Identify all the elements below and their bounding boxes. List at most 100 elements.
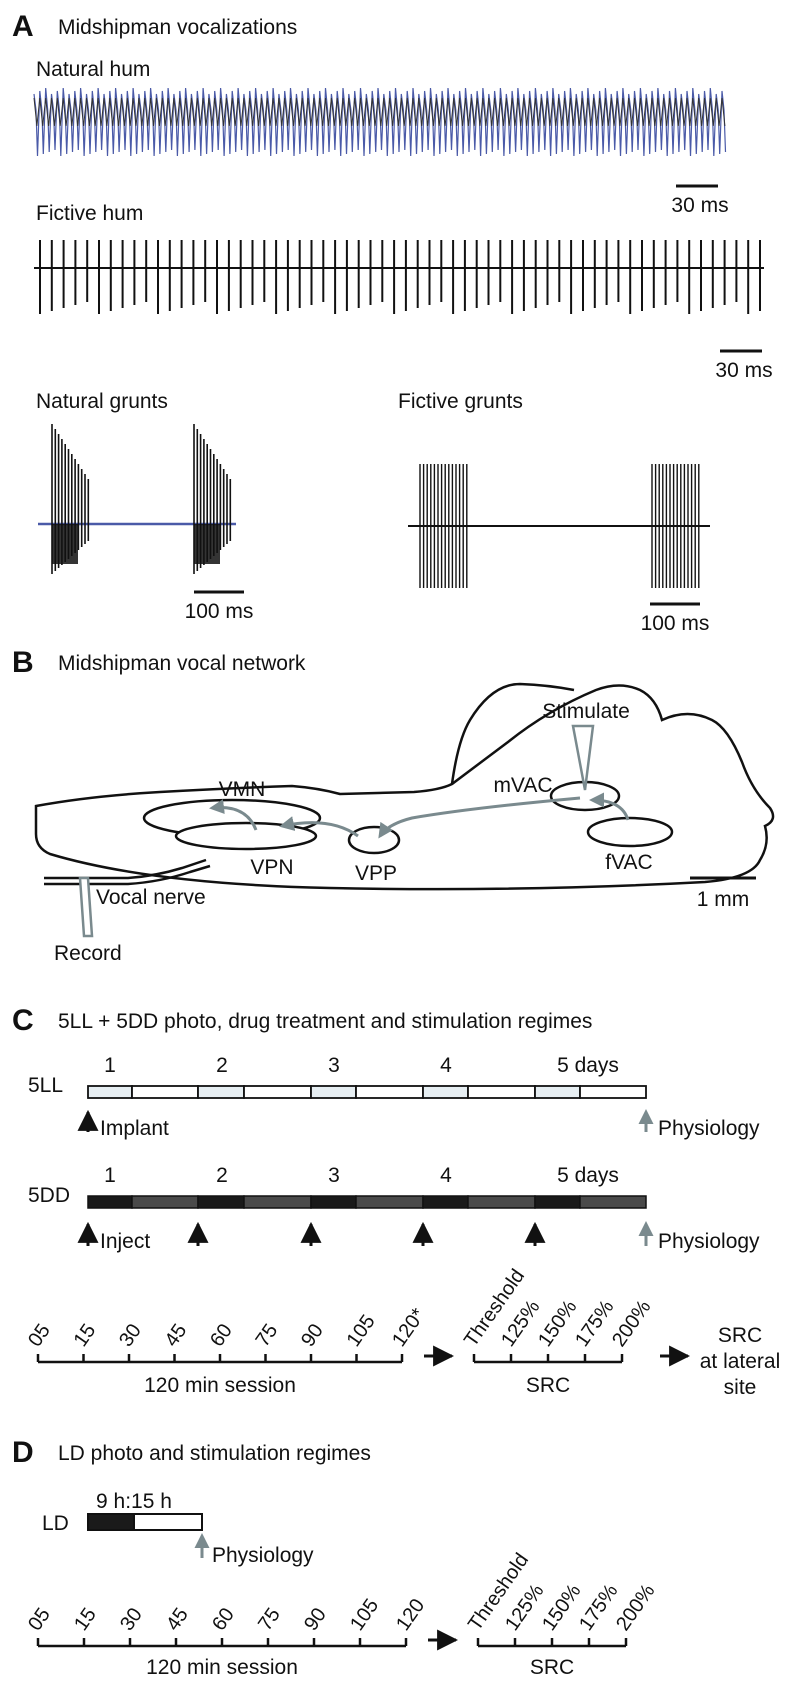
session-d-tick-label: 45 — [162, 1604, 193, 1635]
fictive-grunt-burst-1 — [419, 464, 468, 588]
5dd-segment — [467, 1195, 536, 1209]
panel-c-letter: C — [12, 1004, 34, 1037]
5dd-day-1: 1 — [104, 1164, 116, 1187]
brain-outline — [34, 684, 775, 891]
grunt-scale-label-2: 100 ms — [641, 612, 710, 635]
5ll-segment — [243, 1085, 312, 1099]
physiology-label-ld: Physiology — [212, 1544, 314, 1567]
fictive-hum-trace — [34, 240, 764, 314]
vpp-label: VPP — [355, 862, 397, 885]
vmn-label: VMN — [219, 778, 266, 801]
src-label-d: SRC — [530, 1656, 574, 1679]
natural-grunt-burst-1 — [51, 424, 90, 574]
5dd-day-5: 5 days — [557, 1164, 619, 1187]
brain-scale-label: 1 mm — [697, 888, 750, 911]
stimulate-label: Stimulate — [542, 700, 630, 723]
src-c-tick-label: 175% — [571, 1296, 618, 1351]
implant-label: Implant — [100, 1117, 169, 1140]
src-d-tick-label: 150% — [538, 1580, 585, 1635]
src-d-tick-label: 200% — [612, 1580, 659, 1635]
5ll-timeline-bar — [87, 1085, 647, 1099]
row-ld-label: LD — [42, 1512, 69, 1535]
inject-label: Inject — [100, 1230, 150, 1253]
5ll-day-3: 3 — [328, 1054, 340, 1077]
5dd-segment — [243, 1195, 312, 1209]
fictive-hum-spikes — [39, 240, 761, 314]
panel-d-title: LD photo and stimulation regimes — [58, 1442, 371, 1465]
src-lateral-line-2: at lateral — [700, 1350, 781, 1373]
arrow-mvac-to-vpp — [378, 796, 581, 839]
session-c-tick-label: 105 — [343, 1311, 380, 1351]
session-c-tick-label: 15 — [70, 1320, 101, 1351]
inject-arrows — [77, 1221, 546, 1246]
hum-scale-label-1: 30 ms — [671, 194, 728, 217]
panel-d-letter: D — [12, 1436, 34, 1469]
vocal-nerve-label: Vocal nerve — [96, 886, 206, 909]
panel-d: D LD photo and stimulation regimes LD 9 … — [12, 1436, 660, 1679]
panel-a: A Midshipman vocalizations Natural hum 3… — [12, 10, 773, 635]
session-d-tick-label: 60 — [208, 1604, 239, 1635]
session-c-tick-label: 45 — [161, 1320, 192, 1351]
5dd-day-4: 4 — [440, 1164, 452, 1187]
vocal-nerve-line — [44, 858, 207, 880]
src-c-tick-label: 150% — [534, 1296, 581, 1351]
panel-b-title: Midshipman vocal network — [58, 652, 306, 675]
fictive-grunts-label: Fictive grunts — [398, 390, 523, 413]
row-5ll-label: 5LL — [28, 1074, 63, 1097]
src-c-tick-label: 200% — [608, 1296, 655, 1351]
session-c-tick-label: 30 — [115, 1320, 146, 1351]
5dd-segment — [422, 1195, 469, 1209]
5ll-day-1: 1 — [104, 1054, 116, 1077]
5dd-segment — [534, 1195, 581, 1209]
natural-grunt-burst-2-fill — [194, 524, 220, 564]
fictive-grunt-burst-2 — [651, 464, 700, 588]
panel-b-letter: B — [12, 646, 34, 679]
fictive-hum-label: Fictive hum — [36, 202, 143, 225]
natural-hum-label: Natural hum — [36, 58, 150, 81]
vpp-ellipse — [347, 825, 401, 855]
natural-hum-trace — [33, 87, 727, 157]
5ll-segment — [131, 1085, 199, 1099]
5dd-segment — [579, 1195, 647, 1209]
5ll-segment — [355, 1085, 424, 1099]
5dd-segment — [87, 1195, 133, 1209]
vocal-nerve-line-2 — [44, 864, 211, 886]
panel-c-title: 5LL + 5DD photo, drug treatment and stim… — [58, 1010, 592, 1033]
fvac-label: fVAC — [605, 851, 652, 874]
vpn-label: VPN — [250, 856, 293, 879]
stimulate-electrode-icon — [571, 724, 595, 791]
hum-scale-label-2: 30 ms — [715, 359, 772, 382]
session-d-tick-label: 30 — [116, 1604, 147, 1635]
physiology-label-5dd: Physiology — [658, 1230, 760, 1253]
ld-dark-segment — [87, 1513, 135, 1531]
session-label-d: 120 min session — [146, 1656, 298, 1679]
session-d-tick-label: 105 — [346, 1595, 383, 1635]
panel-a-title: Midshipman vocalizations — [58, 16, 297, 39]
5ll-segment — [310, 1085, 357, 1099]
panel-a-letter: A — [12, 10, 34, 43]
arrow-vpn-to-vmn — [209, 799, 258, 831]
natural-hum-waveform-overlay — [33, 97, 726, 127]
5dd-segment — [310, 1195, 357, 1209]
grunt-scale-label-1: 100 ms — [185, 600, 254, 623]
natural-hum-waveform — [33, 87, 727, 157]
5dd-segment — [355, 1195, 424, 1209]
5ll-segment — [197, 1085, 245, 1099]
arrow-fvac-to-mvac — [589, 792, 630, 821]
record-label: Record — [54, 942, 122, 965]
session-c-tick-label: 90 — [297, 1320, 328, 1351]
5dd-segment — [131, 1195, 199, 1209]
session-d-tick-label: 120 — [392, 1595, 429, 1635]
src-lateral-line-1: SRC — [718, 1324, 762, 1347]
record-electrode-icon — [78, 876, 94, 938]
ld-light-segment — [133, 1513, 203, 1531]
panel-c: C 5LL + 5DD photo, drug treatment and st… — [12, 1004, 780, 1399]
session-c-tick-label: 75 — [252, 1320, 283, 1351]
vpn-ellipse — [174, 821, 318, 851]
session-c-tick-label: 05 — [24, 1320, 55, 1351]
session-d-tick-label: 75 — [254, 1604, 285, 1635]
physiology-label-5ll: Physiology — [658, 1117, 760, 1140]
